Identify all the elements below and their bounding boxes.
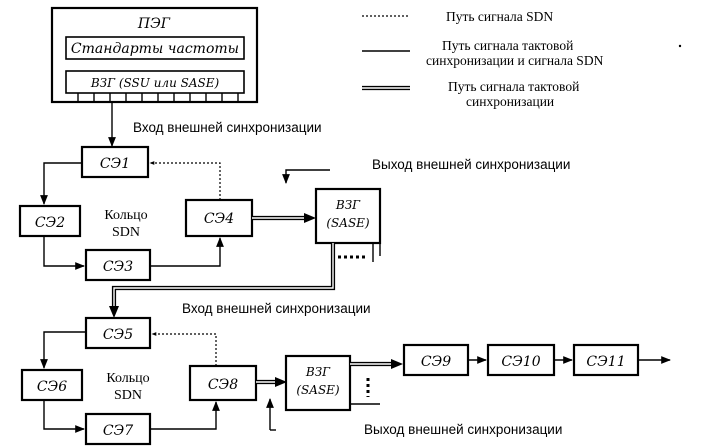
ext-sync-in-label-top: Вход внешней синхронизации	[133, 120, 322, 135]
vzg-lower-label-1: ВЗГ	[305, 365, 331, 379]
se2-label: СЭ2	[35, 215, 65, 231]
se2-to-se3-line	[43, 236, 85, 270]
ring-label-top-2: SDN	[112, 225, 140, 240]
legend-clock-sdn-label-2: синхронизации и сигнала SDN	[426, 53, 604, 68]
se1-label: СЭ1	[100, 156, 130, 172]
freq-standards-label: Стандарты частоты	[71, 41, 239, 57]
ext-sync-out-upper-line	[282, 169, 330, 184]
se3-label: СЭ3	[103, 259, 133, 275]
legend-clock-label-2: синхронизации	[466, 94, 554, 109]
ring-label-top-1: Кольцо	[104, 208, 147, 223]
peg-vzg-box	[65, 70, 245, 94]
se6-node	[20, 368, 84, 402]
ring-label-bottom-1: Кольцо	[106, 371, 149, 386]
vzg-upper-label-2: (SASE)	[326, 216, 370, 230]
ring-label-bottom-2: SDN	[114, 388, 142, 403]
se7-to-se8-line	[150, 401, 220, 430]
se9-label: СЭ9	[421, 354, 451, 370]
se1-node	[80, 145, 150, 179]
se8-label: СЭ8	[208, 377, 238, 393]
se4-label: СЭ4	[204, 211, 234, 227]
se10-node	[486, 343, 556, 377]
se3-node	[84, 248, 152, 282]
legend: Путь сигнала SDN Путь сигнала тактовой с…	[362, 9, 682, 109]
se6-to-se7-line	[43, 400, 85, 433]
peg-vzg-label: ВЗГ (SSU или SASE)	[90, 76, 220, 90]
ext-sync-in-label-bottom: Вход внешней синхронизации	[182, 301, 371, 316]
peg-block: ПЭГ Стандарты частоты ВЗГ (SSU или SASE)	[50, 6, 259, 104]
legend-clock-label-1: Путь сигнала тактовой	[448, 79, 579, 94]
se7-label: СЭ7	[103, 423, 133, 439]
vzg-lower-label-2: (SASE)	[296, 383, 340, 397]
se9-node	[402, 343, 470, 377]
vzg-upper-node	[314, 187, 382, 245]
se3-to-se4-line	[150, 237, 224, 267]
se5-node	[84, 316, 152, 350]
se5-to-se6-line	[40, 331, 86, 369]
se4-to-se1-dashed	[149, 161, 221, 200]
se11-label: СЭ11	[586, 354, 625, 370]
vzg-lower-node	[284, 354, 352, 412]
peg-output-ticks	[77, 93, 239, 101]
legend-clock-sdn-label-1: Путь сигнала тактовой	[442, 38, 573, 53]
se2-node	[18, 204, 82, 238]
vzg-upper-label-1: ВЗГ	[335, 198, 361, 212]
se6-label: СЭ6	[37, 379, 67, 395]
ext-sync-out-label-bottom: Выход внешней синхронизации	[364, 422, 562, 437]
ext-sync-out-label-top: Выход внешней синхронизации	[372, 157, 570, 172]
se5-label: СЭ5	[103, 327, 133, 343]
se8-to-se5-dashed	[151, 332, 217, 366]
legend-sdn-label: Путь сигнала SDN	[446, 9, 553, 24]
se1-to-se2-line	[40, 162, 82, 205]
se10-label: СЭ10	[501, 354, 540, 370]
se7-node	[84, 412, 152, 446]
freq-standards-box	[65, 36, 245, 60]
peg-title: ПЭГ	[137, 16, 171, 32]
